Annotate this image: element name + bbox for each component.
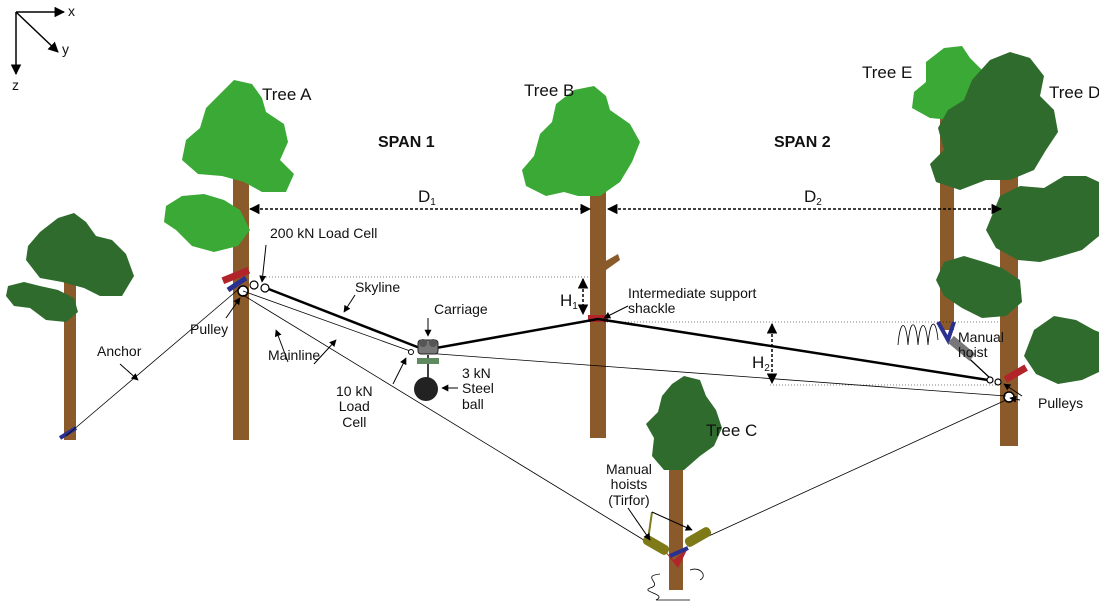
pulleys-tree-d bbox=[986, 376, 1002, 386]
coordinate-axes bbox=[10, 6, 66, 76]
anchor-tree bbox=[6, 213, 134, 440]
load-cell-10-label: 10 kN Load Cell bbox=[336, 383, 373, 430]
tree-b bbox=[522, 86, 640, 438]
skyline-label: Skyline bbox=[355, 279, 401, 295]
d1-label: D1 bbox=[418, 187, 436, 208]
intermediate-support-label: Intermediate support shackle bbox=[628, 285, 757, 317]
pointer-arrows bbox=[119, 244, 1023, 541]
tree-e-label: Tree E bbox=[862, 63, 913, 82]
d2-label: D2 bbox=[804, 187, 822, 208]
span-2-label: SPAN 2 bbox=[774, 134, 831, 151]
load-cell-200-label: 200 kN Load Cell bbox=[270, 225, 378, 241]
pulleys-label: Pulleys bbox=[1038, 395, 1084, 411]
pulley-label: Pulley bbox=[190, 321, 229, 337]
mainline-label: Mainline bbox=[268, 347, 321, 363]
axis-y-label: y bbox=[62, 41, 69, 57]
reference-lines bbox=[266, 276, 1000, 386]
axis-z-label: z bbox=[12, 77, 19, 93]
manual-hoist-label: Manual hoist bbox=[958, 329, 1004, 361]
tree-d-label: Tree D bbox=[1049, 83, 1099, 102]
carriage-label: Carriage bbox=[434, 301, 488, 317]
anchor-label: Anchor bbox=[97, 343, 142, 359]
h2-label: H2 bbox=[752, 353, 770, 374]
span-1-label: SPAN 1 bbox=[378, 134, 435, 151]
steel-ball-assembly bbox=[414, 355, 439, 401]
tree-b-label: Tree B bbox=[524, 81, 575, 100]
axis-x-label: x bbox=[68, 3, 75, 19]
carriage-symbol bbox=[408, 339, 439, 355]
anchor-line bbox=[65, 287, 241, 437]
tree-c bbox=[646, 376, 722, 590]
steel-ball-label: 3 kN Steel ball bbox=[462, 365, 494, 412]
tree-d bbox=[930, 52, 1099, 446]
h1-label: H1 bbox=[560, 291, 578, 312]
manual-hoist-symbol bbox=[897, 321, 976, 361]
mainline-cable bbox=[242, 290, 414, 353]
skyline-cable bbox=[265, 286, 989, 382]
cables bbox=[65, 286, 1007, 546]
distance-arrows bbox=[248, 203, 1003, 385]
tree-c-label: Tree C bbox=[706, 421, 758, 440]
manual-hoists-tirfor-label: Manual hoists (Tirfor) bbox=[606, 461, 652, 508]
load-cell-200-symbol bbox=[249, 280, 270, 293]
tree-a-label: Tree A bbox=[262, 85, 312, 104]
tree-a bbox=[164, 80, 294, 440]
